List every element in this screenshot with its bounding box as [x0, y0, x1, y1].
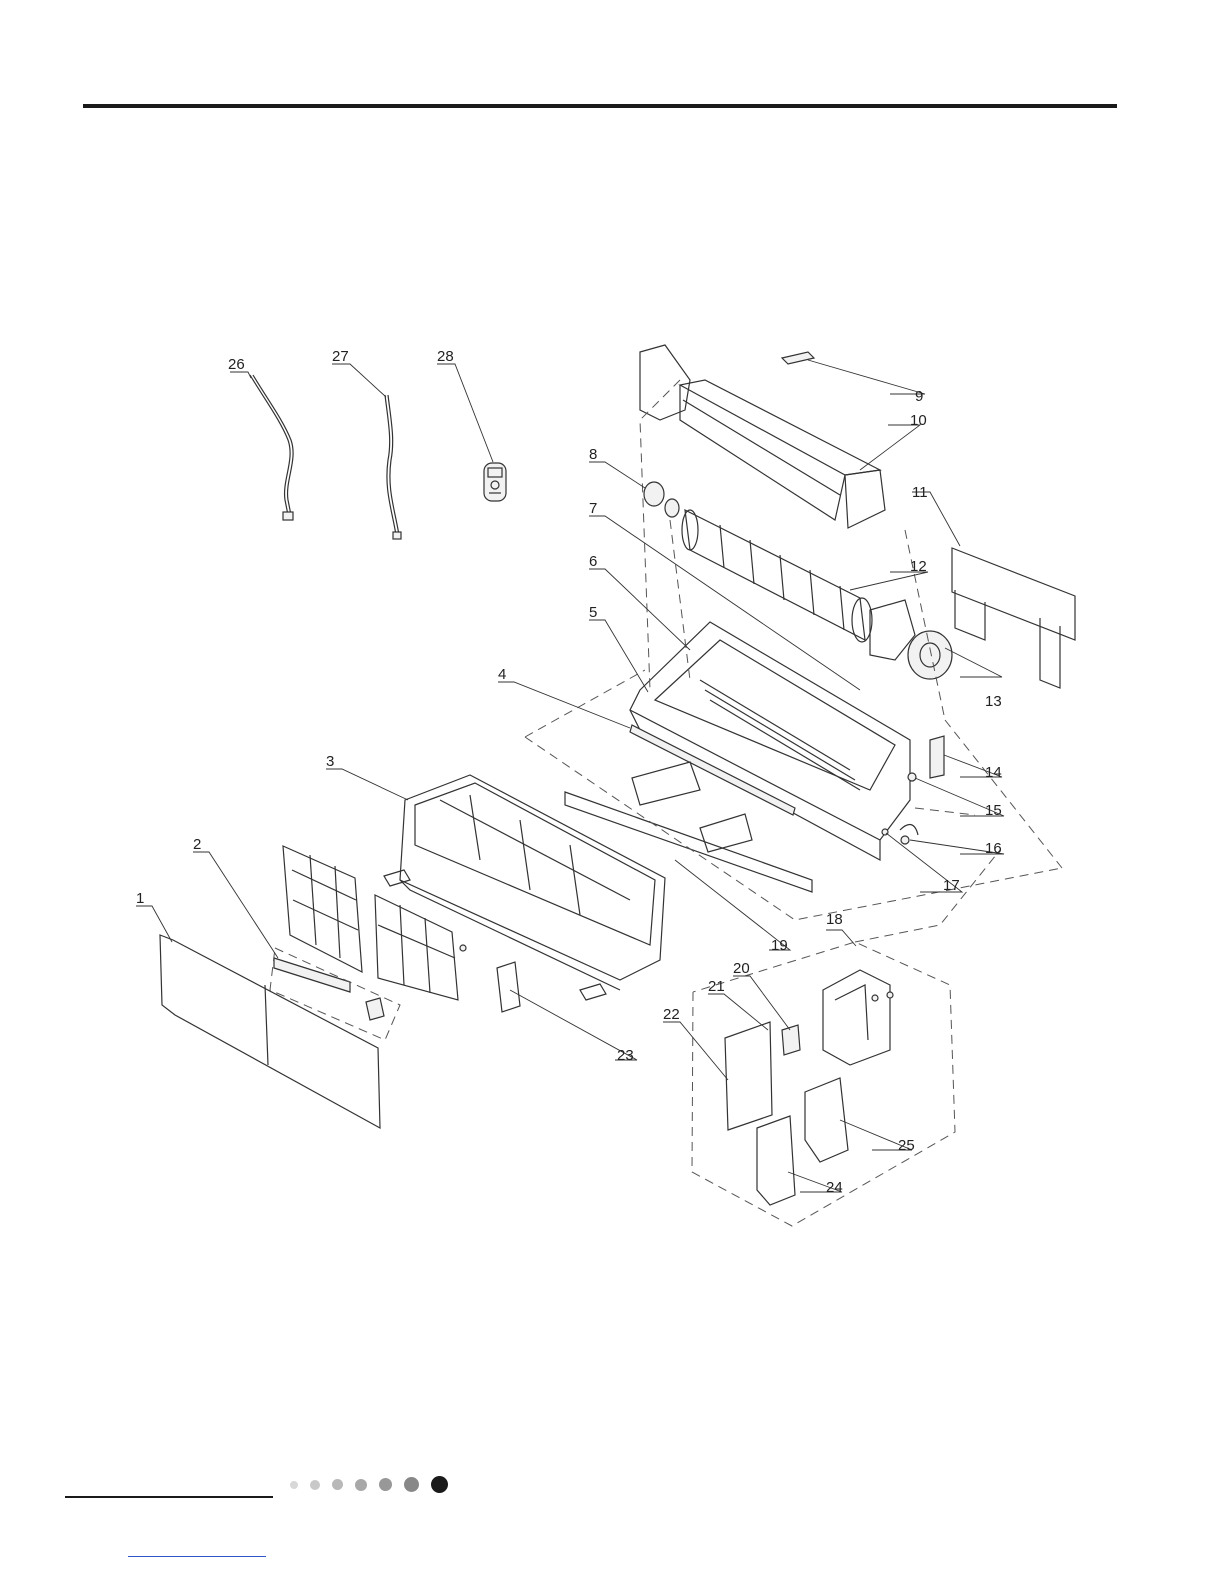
callout-2: 2 — [193, 836, 201, 853]
swing-louver-assemblies — [632, 762, 752, 852]
footer-rule — [65, 1496, 273, 1498]
callout-18: 18 — [826, 911, 843, 928]
callout-26: 26 — [228, 356, 245, 373]
part-8-motor — [644, 482, 679, 517]
part-6-chassis — [630, 622, 910, 860]
callout-19: 19 — [771, 937, 788, 954]
callout-27: 27 — [332, 348, 349, 365]
callout-15: 15 — [985, 802, 1002, 819]
callout-17: 17 — [943, 877, 960, 894]
part-15-screw — [908, 773, 916, 781]
leader-lines — [136, 360, 1004, 1192]
progress-dot — [290, 1481, 298, 1489]
callout-6: 6 — [589, 553, 597, 570]
progress-dot — [404, 1477, 419, 1492]
part-26-cable — [250, 375, 293, 520]
callout-11: 11 — [912, 484, 928, 501]
part-14-bracket — [930, 736, 944, 778]
callout-22: 22 — [663, 1006, 680, 1023]
callout-10: 10 — [910, 412, 927, 429]
callout-labels: 1 2 3 4 5 6 7 8 9 10 11 12 13 14 15 16 1… — [136, 348, 1002, 1196]
page-progress-dots — [290, 1476, 460, 1493]
progress-dot — [355, 1479, 367, 1491]
part-9 — [782, 352, 814, 364]
electric-box — [725, 970, 893, 1205]
callout-23: 23 — [617, 1047, 634, 1064]
assembly-dashed-lines — [525, 380, 1062, 1226]
callout-7: 7 — [589, 500, 597, 517]
callout-8: 8 — [589, 446, 597, 463]
callout-1: 1 — [136, 890, 144, 907]
footer-link-underline[interactable] — [128, 1556, 266, 1557]
callout-24: 24 — [826, 1179, 843, 1196]
callout-28: 28 — [437, 348, 454, 365]
callout-3: 3 — [326, 753, 334, 770]
callout-9: 9 — [915, 388, 923, 405]
progress-dot — [379, 1478, 392, 1491]
part-11-wall-plate — [952, 548, 1075, 688]
part-27-cable — [385, 395, 401, 539]
part-13-fan-motor — [870, 600, 952, 679]
callout-5: 5 — [589, 604, 597, 621]
callout-12: 12 — [910, 558, 927, 575]
part-2-filters — [270, 846, 458, 1040]
callout-13: 13 — [985, 693, 1002, 710]
callout-25: 25 — [898, 1137, 915, 1154]
clips — [384, 870, 606, 1000]
progress-dot — [310, 1480, 320, 1490]
callout-4: 4 — [498, 666, 506, 683]
callout-20: 20 — [733, 960, 750, 977]
part-3-front-case — [400, 775, 665, 990]
part-23-cover — [497, 962, 520, 1012]
callout-21: 21 — [708, 978, 725, 995]
callout-14: 14 — [985, 764, 1002, 781]
progress-dot — [332, 1479, 343, 1490]
callout-16: 16 — [985, 840, 1002, 857]
part-19-guide-louver — [565, 792, 812, 892]
progress-dot-active — [431, 1476, 448, 1493]
part-28-remote-control — [484, 463, 506, 501]
